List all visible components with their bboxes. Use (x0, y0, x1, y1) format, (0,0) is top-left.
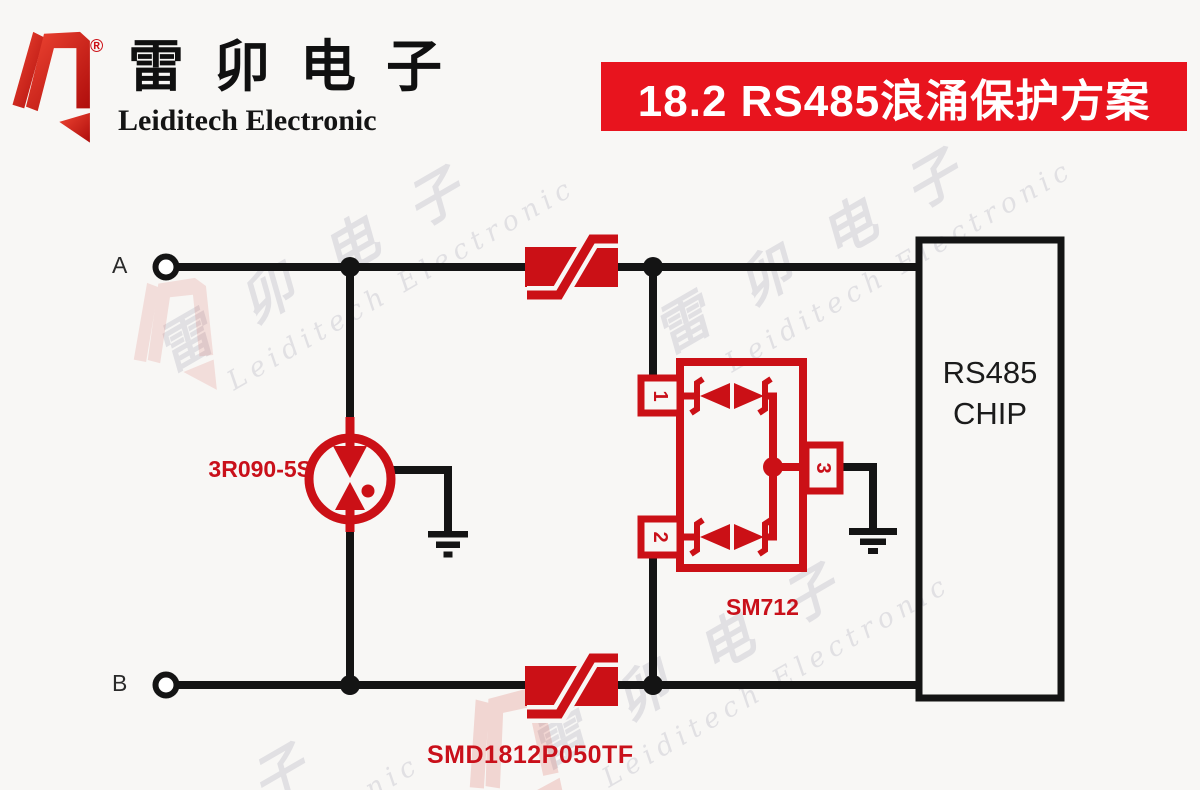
ground-bar (868, 548, 878, 554)
gdt-dot (361, 484, 375, 498)
watermark-logo (133, 277, 217, 390)
brand-logo (12, 31, 90, 143)
ground-symbol (428, 531, 468, 558)
tvs-pin2-number: 2 (649, 531, 672, 543)
fuse-band (527, 653, 618, 719)
diode-cathode-bar (689, 517, 705, 557)
tvs-symbol (637, 358, 844, 572)
wire-tvs-ground (840, 463, 877, 529)
diode-triangle-right (734, 524, 764, 550)
section-title-banner: 18.2 RS485浪涌保护方案 (601, 62, 1187, 131)
registered-trademark: ® (90, 36, 104, 56)
junction-dot (340, 675, 360, 695)
brand-name-chinese: 雷卯电子 (128, 34, 472, 100)
chip-box (915, 236, 1065, 702)
tvs-pin1-box (637, 374, 684, 417)
ptc-fuse-bottom (525, 649, 618, 723)
chip-label-line2: CHIP (952, 396, 1028, 431)
fuse-band (527, 234, 618, 300)
tvs-pin3-box (802, 441, 844, 495)
logo-arch (26, 31, 90, 112)
ground-symbol (849, 528, 897, 554)
diode-triangle-right (734, 383, 764, 409)
junction-dot (643, 675, 663, 695)
wire-gdt-ground (391, 466, 452, 531)
wires (177, 263, 919, 689)
chip-label: RS485 CHIP (919, 352, 1061, 434)
terminal-b-circle (152, 671, 180, 699)
logo-foot (59, 112, 90, 143)
logo-stroke (12, 31, 44, 109)
terminal-b-label: B (112, 670, 128, 696)
terminal-a-circle (152, 253, 180, 281)
logo-foot (527, 777, 567, 790)
brand-name-english: Leiditech Electronic (118, 104, 377, 137)
ptc-fuse-top (525, 230, 618, 304)
tvs-diode-pair-bottom (680, 517, 777, 557)
tvs-pin2-box (637, 515, 684, 559)
junction-dots (340, 257, 663, 695)
tvs-part-label: SM712 (726, 594, 799, 620)
tvs-diode-pair-top (680, 376, 777, 416)
logo-arch (147, 277, 214, 364)
junction-dot (340, 257, 360, 277)
logo-stroke (133, 282, 159, 362)
ground-bar (428, 531, 468, 538)
fuse-part-label: SMD1812P050TF (427, 741, 634, 769)
junction-dot (643, 257, 663, 277)
terminal-a-label: A (112, 252, 128, 278)
tvs-pin1-number: 1 (649, 390, 672, 402)
ground-bar (860, 538, 886, 545)
diode-cathode-bar (689, 376, 705, 416)
diode-triangle-left (700, 383, 730, 409)
chip-label-line1: RS485 (942, 355, 1038, 390)
gdt-arrow-up (335, 482, 365, 510)
gdt-arrow-down (333, 446, 367, 478)
tvs-pin3-number: 3 (812, 462, 835, 474)
gdt-symbol (304, 417, 396, 532)
gdt-part-label: 3R090-5S (208, 456, 312, 482)
ground-bar (849, 528, 897, 535)
logo-foot (183, 359, 217, 390)
logo-stroke (469, 699, 490, 789)
ground-bar (443, 551, 453, 558)
diode-triangle-left (700, 524, 730, 550)
ground-bar (436, 541, 460, 548)
